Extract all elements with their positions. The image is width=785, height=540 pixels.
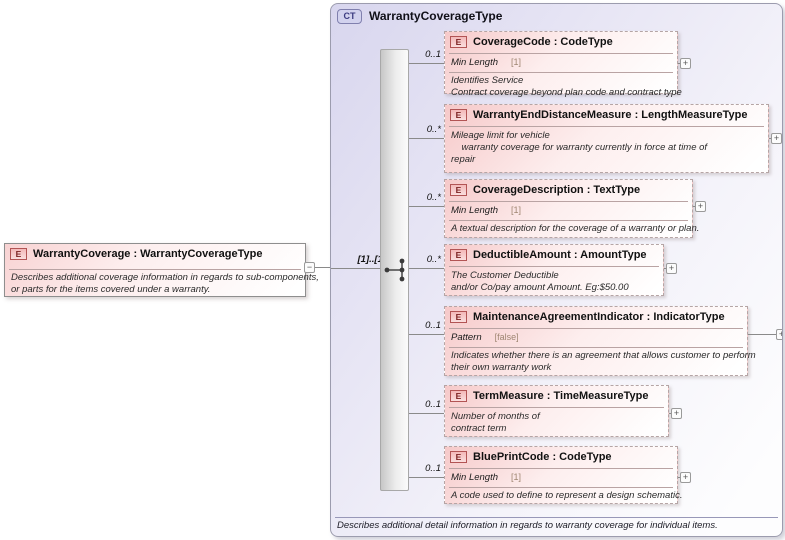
cardinality-label: 0..* bbox=[426, 254, 441, 265]
connector-line bbox=[409, 63, 444, 64]
connector-line bbox=[769, 138, 771, 139]
element-badge: E bbox=[450, 36, 467, 48]
divider bbox=[449, 487, 673, 488]
facet-value: [false] bbox=[494, 332, 519, 342]
occurrence-label: [1]..[1] bbox=[357, 254, 387, 265]
expand-button[interactable]: + bbox=[771, 133, 782, 144]
facet-value: [1] bbox=[511, 205, 522, 215]
facet-row: Min Length [1] bbox=[451, 472, 521, 483]
element-badge: E bbox=[450, 109, 467, 121]
collapse-button[interactable]: − bbox=[304, 262, 315, 273]
connector-line bbox=[693, 206, 695, 207]
divider bbox=[449, 126, 764, 127]
complextype-badge: CT bbox=[337, 9, 362, 24]
divider bbox=[335, 517, 778, 518]
sequence-compositor-icon[interactable] bbox=[381, 254, 409, 284]
element-badge: E bbox=[450, 249, 467, 261]
element-title: MaintenanceAgreementIndicator : Indicato… bbox=[473, 311, 725, 323]
facet-value: [1] bbox=[511, 57, 522, 67]
cardinality-label: 0..1 bbox=[425, 399, 441, 410]
connector-line bbox=[748, 334, 776, 335]
divider bbox=[449, 407, 664, 408]
element-title: WarrantyCoverage : WarrantyCoverageType bbox=[33, 248, 263, 260]
facet-row: Min Length [1] bbox=[451, 57, 521, 68]
connector-line bbox=[331, 268, 380, 269]
divider bbox=[9, 269, 301, 270]
divider bbox=[449, 72, 673, 73]
cardinality-label: 0..1 bbox=[425, 320, 441, 331]
element-badge: E bbox=[450, 451, 467, 463]
divider bbox=[449, 328, 743, 329]
facet-row: Min Length [1] bbox=[451, 205, 521, 216]
cardinality-label: 0..* bbox=[426, 192, 441, 203]
connector-line bbox=[409, 138, 444, 139]
element-annotation: Mileage limit for vehicle warranty cover… bbox=[451, 130, 708, 165]
connector-line bbox=[669, 413, 671, 414]
divider bbox=[449, 220, 688, 221]
connector-line bbox=[664, 268, 666, 269]
expand-button[interactable]: + bbox=[680, 472, 691, 483]
expand-button[interactable]: + bbox=[666, 263, 677, 274]
element-title: DeductibleAmount : AmountType bbox=[473, 249, 647, 261]
element-annotation: Number of months of contract term bbox=[451, 411, 540, 434]
divider bbox=[449, 53, 673, 54]
element-box-WarrantyCoverage[interactable]: E WarrantyCoverage : WarrantyCoverageTyp… bbox=[4, 243, 319, 297]
cardinality-label: 0..1 bbox=[425, 49, 441, 60]
element-box-MaintenanceAgreementIndicator[interactable]: E MaintenanceAgreementIndicator : Indicat… bbox=[444, 306, 756, 376]
element-badge: E bbox=[450, 311, 467, 323]
element-annotation: Identifies Service Contract coverage bey… bbox=[451, 75, 682, 98]
element-title: CoverageCode : CodeType bbox=[473, 36, 613, 48]
cardinality-label: 0..* bbox=[426, 124, 441, 135]
divider bbox=[449, 468, 673, 469]
element-annotation: A textual description for the coverage o… bbox=[451, 223, 700, 234]
divider bbox=[449, 266, 659, 267]
connector-line bbox=[409, 206, 444, 207]
facet-name: Min Length bbox=[451, 57, 499, 68]
element-title: WarrantyEndDistanceMeasure : LengthMeasu… bbox=[473, 109, 748, 121]
cardinality-label: 0..1 bbox=[425, 463, 441, 474]
element-badge: E bbox=[450, 390, 467, 402]
element-badge: E bbox=[10, 248, 27, 260]
connector-line bbox=[409, 334, 444, 335]
expand-button[interactable]: + bbox=[695, 201, 706, 212]
element-title: BluePrintCode : CodeType bbox=[473, 451, 612, 463]
element-title: TermMeasure : TimeMeasureType bbox=[473, 390, 649, 402]
facet-row: Pattern [false] bbox=[451, 332, 519, 343]
connector-line bbox=[678, 63, 680, 64]
facet-value: [1] bbox=[511, 472, 522, 482]
divider bbox=[449, 201, 688, 202]
complextype-title: WarrantyCoverageType bbox=[369, 9, 503, 23]
complextype-annotation: Describes additional detail information … bbox=[337, 520, 718, 531]
expand-button[interactable]: + bbox=[680, 58, 691, 69]
facet-name: Pattern bbox=[451, 332, 482, 343]
connector-line bbox=[409, 268, 444, 269]
expand-button[interactable]: + bbox=[671, 408, 682, 419]
element-annotation: A code used to define to represent a des… bbox=[451, 490, 683, 501]
element-title: CoverageDescription : TextType bbox=[473, 184, 641, 196]
connector-line bbox=[678, 477, 680, 478]
facet-name: Min Length bbox=[451, 205, 499, 216]
connector-line bbox=[306, 267, 330, 268]
connector-line bbox=[409, 477, 444, 478]
divider bbox=[449, 347, 743, 348]
facet-name: Min Length bbox=[451, 472, 499, 483]
connector-line bbox=[409, 413, 444, 414]
element-badge: E bbox=[450, 184, 467, 196]
element-annotation: The Customer Deductible and/or Co/pay am… bbox=[451, 270, 629, 293]
expand-button[interactable]: + bbox=[776, 329, 782, 340]
element-annotation: Describes additional coverage informatio… bbox=[11, 272, 319, 295]
element-annotation: Indicates whether there is an agreement … bbox=[451, 350, 756, 373]
element-box-WarrantyEndDistanceMeasure[interactable]: E WarrantyEndDistanceMeasure : LengthMeas… bbox=[444, 104, 769, 173]
